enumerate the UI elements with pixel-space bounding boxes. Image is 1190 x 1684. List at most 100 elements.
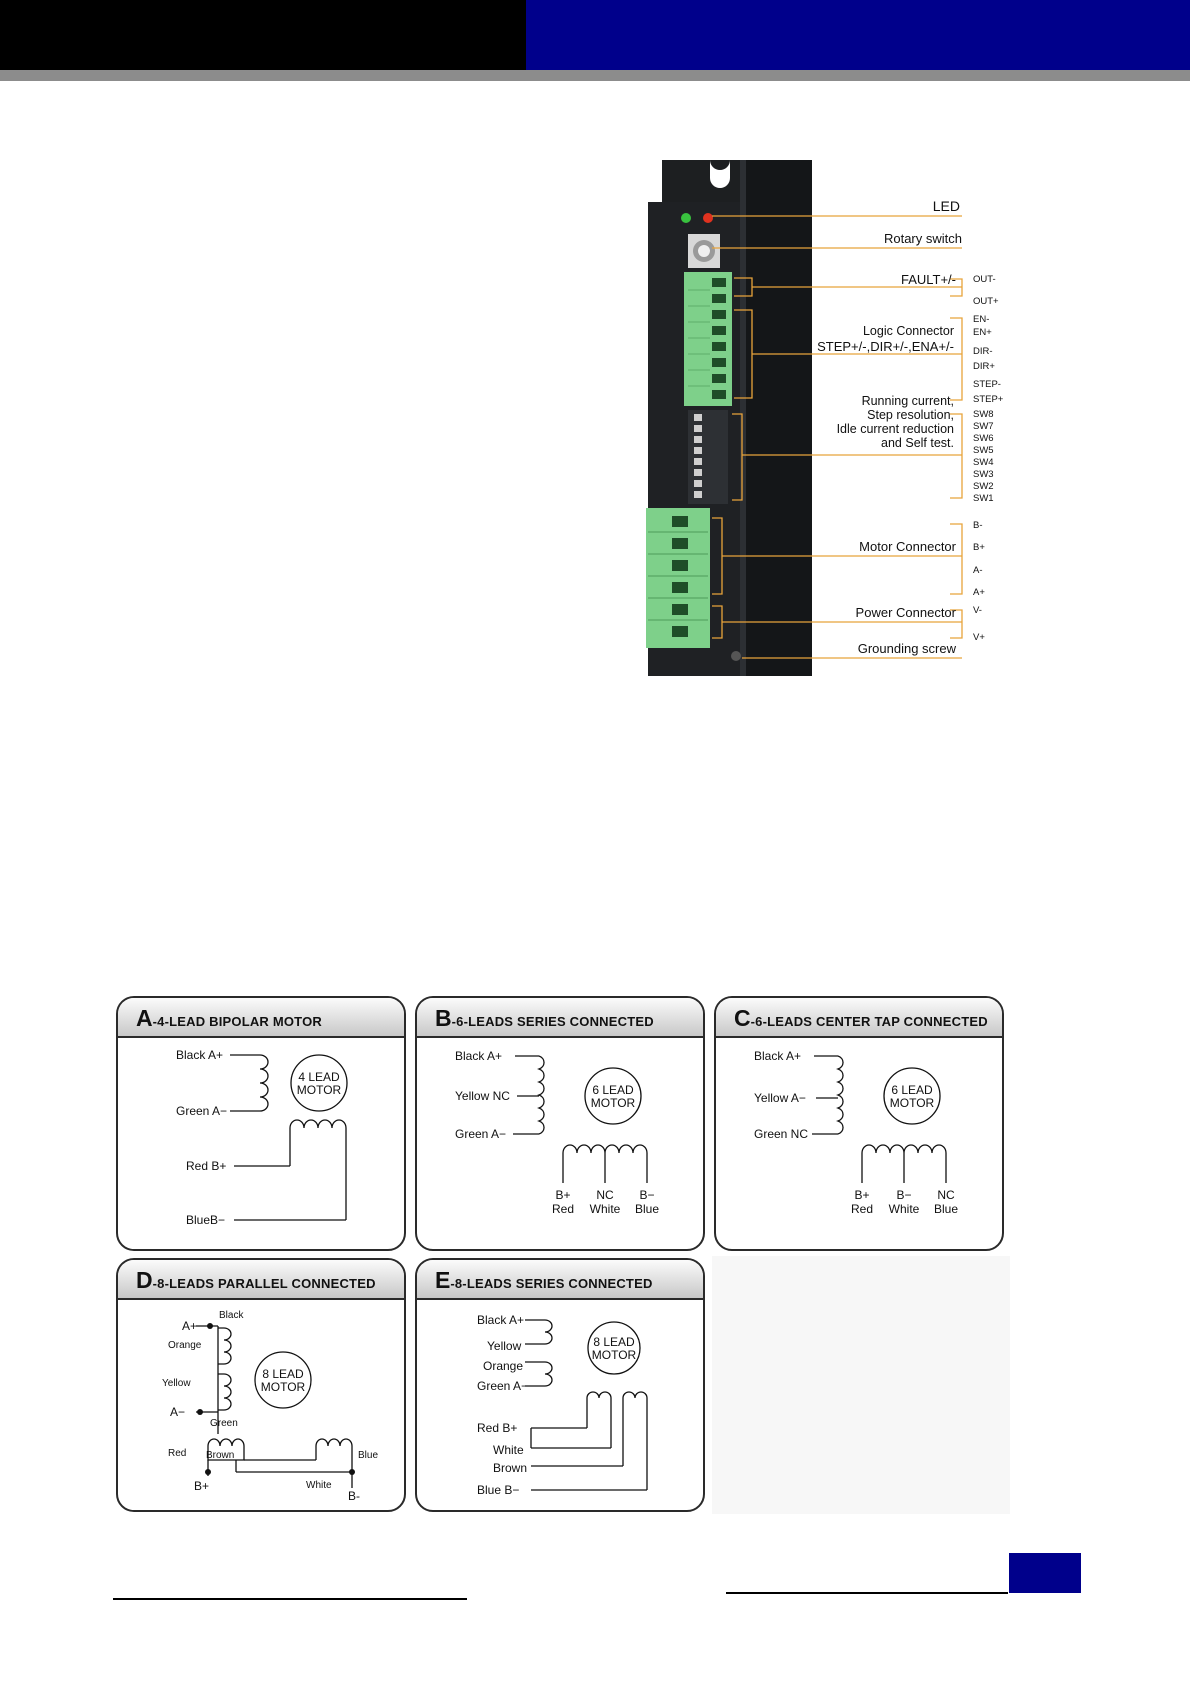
c-motor-label-2: MOTOR [890,1096,935,1110]
panel-d-title: -8-LEADS PARALLEL CONNECTED [152,1276,376,1291]
label-fault: FAULT+/- [901,272,956,287]
c-yellow-a-minus: Yellow A− [754,1091,806,1105]
b-motor-label-2: MOTOR [591,1096,636,1110]
label-a-plus: A+ [973,587,985,598]
d-a-plus: A+ [182,1319,197,1333]
footer-page-box [1009,1553,1081,1593]
label-dip-1: Running current, [862,394,954,408]
c-white: White [889,1202,920,1216]
panel-c-header: C-6-LEADS CENTER TAP CONNECTED [716,998,1002,1038]
panel-b-header: B-6-LEADS SERIES CONNECTED [417,998,703,1038]
header-black-bar [0,0,526,70]
a-red-b-plus: Red B+ [186,1159,226,1173]
panel-a-header: A-4-LEAD BIPOLAR MOTOR [118,998,404,1038]
panel-d-header: D-8-LEADS PARALLEL CONNECTED [118,1260,404,1300]
panel-b-diagram: Black A+ Yellow NC Green A− B+ NC B− Red… [455,1049,659,1216]
label-step-plus: STEP+ [973,394,1004,405]
label-logic-connector: Logic Connector [863,324,954,338]
label-grounding-screw: Grounding screw [858,641,957,656]
b-blue: Blue [635,1202,659,1216]
label-dir-minus: DIR- [973,346,993,357]
c-green-nc: Green NC [754,1127,808,1141]
a-motor-label-1: 4 LEAD [298,1070,340,1084]
panel-e-header: E-8-LEADS SERIES CONNECTED [417,1260,703,1300]
label-sw7: SW7 [973,421,994,432]
b-yellow-nc: Yellow NC [455,1089,510,1103]
label-sw6: SW6 [973,433,994,444]
header-grey-rule [0,70,1190,81]
label-sw2: SW2 [973,481,994,492]
panel-b-letter: B [435,1005,452,1031]
e-brown: Brown [493,1461,527,1475]
footer-rule-right [726,1592,1008,1594]
e-blue-b-minus: Blue B− [477,1483,519,1497]
a-green-a-minus: Green A− [176,1104,227,1118]
a-black-a-plus: Black A+ [176,1048,223,1062]
e-white: White [493,1443,524,1457]
panel-a-diagram: Black A+ Green A− Red B+ BlueB− 4 LEAD M… [176,1048,348,1227]
c-blue: Blue [934,1202,958,1216]
driver-heatsink [744,160,812,676]
panel-e-diagram: Black A+ Yellow Orange Green A− Red B+ W… [477,1313,648,1497]
label-en-plus: EN+ [973,327,992,338]
e-green-a-minus: Green A− [477,1379,528,1393]
d-blue: Blue [358,1450,378,1461]
c-b-plus: B+ [854,1188,869,1202]
panel-c-diagram: Black A+ Yellow A− Green NC B+ B− NC Red… [754,1049,958,1216]
panel-e-letter: E [435,1267,451,1293]
callout-lines [712,215,963,659]
c-black-a-plus: Black A+ [754,1049,801,1063]
wiring-panel-a: A-4-LEAD BIPOLAR MOTOR Black A+ Green A−… [116,996,406,1251]
d-white: White [306,1480,332,1491]
d-red: Red [168,1448,186,1459]
panel-a-letter: A [136,1005,153,1031]
e-orange: Orange [483,1359,523,1373]
label-motor-connector: Motor Connector [859,539,956,554]
fault-led [703,213,713,223]
label-sw1: SW1 [973,493,994,504]
d-black: Black [219,1310,244,1321]
b-green-a-minus: Green A− [455,1127,506,1141]
label-v-minus: V- [973,605,982,616]
panel-c-letter: C [734,1005,751,1031]
panel-b-title: -6-LEADS SERIES CONNECTED [451,1014,654,1029]
b-black-a-plus: Black A+ [455,1049,502,1063]
label-sw4: SW4 [973,457,994,468]
label-step-minus: STEP- [973,379,1001,390]
d-b-minus: B- [348,1489,360,1503]
label-led: LED [933,198,960,214]
panel-e-title: -8-LEADS SERIES CONNECTED [450,1276,653,1291]
d-brown: Brown [206,1450,234,1461]
driver-photo-drawing: LED Rotary switch FAULT+/- OUT- OUT+ Log… [646,160,1004,676]
label-dir-plus: DIR+ [973,361,995,372]
c-nc: NC [937,1188,955,1202]
wiring-panel-b: B-6-LEADS SERIES CONNECTED Black A+ Yell… [415,996,705,1251]
wiring-panel-d: D-8-LEADS PARALLEL CONNECTED [116,1258,406,1512]
label-b-plus: B+ [973,542,985,553]
b-white: White [590,1202,621,1216]
label-a-minus: A- [973,565,983,576]
label-dip-3: Idle current reduction [837,422,954,436]
label-dip-2: Step resolution, [867,408,954,422]
a-motor-label-2: MOTOR [297,1083,342,1097]
label-b-minus: B- [973,520,983,531]
e-yellow: Yellow [487,1339,522,1353]
d-motor-label-2: MOTOR [261,1380,306,1394]
e-red-b-plus: Red B+ [477,1421,517,1435]
b-motor-label-1: 6 LEAD [592,1083,634,1097]
driver-photo: LED Rotary switch FAULT+/- OUT- OUT+ Log… [632,152,1032,692]
e-motor-label-2: MOTOR [592,1348,637,1362]
d-yellow: Yellow [162,1378,191,1389]
d-green: Green [210,1418,238,1429]
b-b-plus: B+ [555,1188,570,1202]
c-motor-label-1: 6 LEAD [891,1083,933,1097]
label-sw5: SW5 [973,445,994,456]
panel-a-title: -4-LEAD BIPOLAR MOTOR [152,1014,322,1029]
d-orange: Orange [168,1340,202,1351]
mount-slot [710,160,730,188]
power-led [681,213,691,223]
label-en-minus: EN- [973,314,989,325]
label-out-plus: OUT+ [973,296,999,307]
label-sw3: SW3 [973,469,994,480]
wiring-diagrams: A-4-LEAD BIPOLAR MOTOR Black A+ Green A−… [114,996,1010,1516]
